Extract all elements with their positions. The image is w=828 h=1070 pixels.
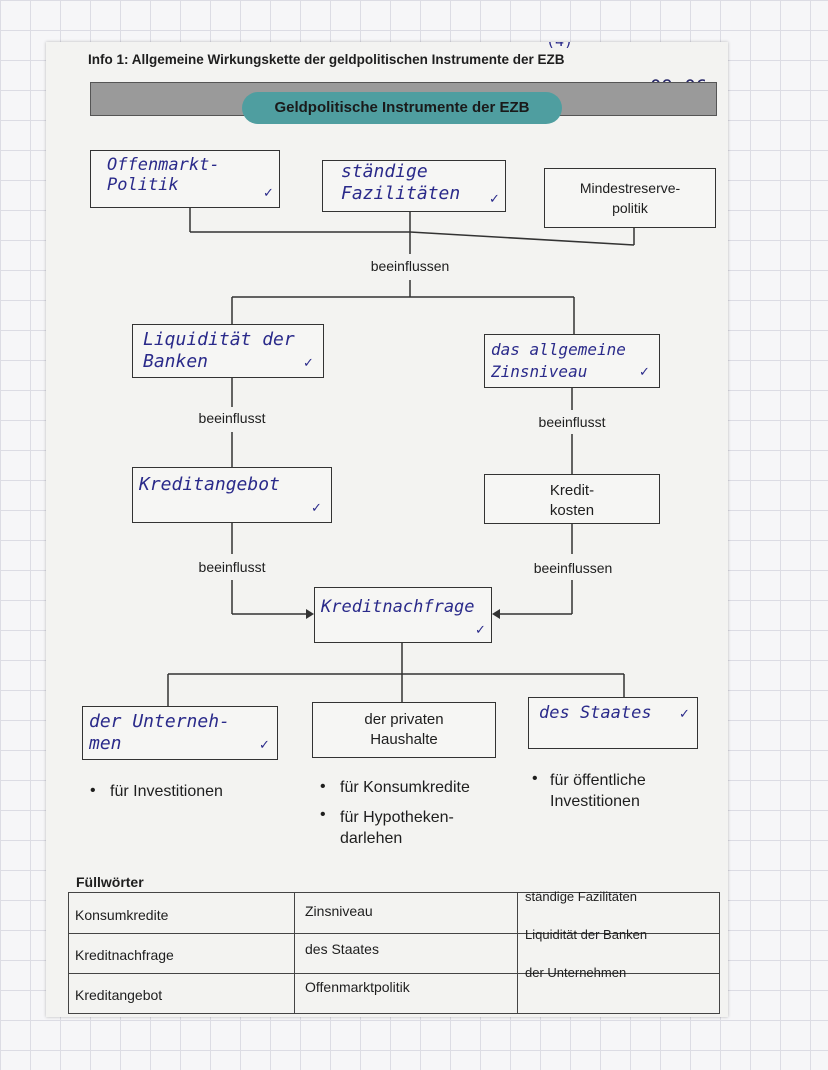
box-liquiditaet-der-banken: Liquidität der Banken ✓ [132,324,324,378]
check-mark-icon: ✓ [679,706,690,721]
connector-label-beeinflussen-top: beeinflussen [370,258,450,274]
box-kreditnachfrage-label: Kreditnachfrage [321,597,475,617]
check-mark-icon: ✓ [259,737,270,752]
fill-word-cell: Kreditangebot [75,987,163,1003]
fill-words-title: Füllwörter [76,874,144,890]
box-offenmarktpolitik: Offenmarkt- Politik ✓ [90,150,280,208]
use-haushalte-1: für Konsumkredite [340,779,470,796]
check-mark-icon: ✓ [639,364,650,379]
box-zinsniveau-label: das allgemeine Zinsniveau [491,340,626,381]
box-kreditangebot-label: Kreditangebot [139,474,280,495]
banner-title: Geldpolitische Instrumente der EZB [242,92,562,124]
connector-label-beeinflusst-left-1: beeinflusst [198,410,266,426]
check-mark-icon: ✓ [475,622,486,637]
bullet-icon: • [320,778,326,795]
box-unternehmen: der Unterneh- men ✓ [82,706,278,760]
fill-words-table: Konsumkredite Zinsniveau ständige Fazili… [68,889,720,1014]
fill-word-cell: ständige Fazilitäten [525,889,638,904]
fill-word-cell: der Unternehmen [525,965,627,980]
use-staat: für öffentliche Investitionen [550,772,646,810]
box-staat-label: des Staates [539,703,652,723]
box-staendige-fazilitaeten: ständige Fazilitäten ✓ [322,160,506,212]
box-kreditkosten: Kredit- kosten [484,474,660,524]
use-unternehmen: für Investitionen [110,783,223,800]
fill-word-cell: des Staates [305,941,379,957]
box-offenmarktpolitik-label: Offenmarkt- Politik [107,155,220,195]
check-mark-icon: ✓ [303,355,314,370]
bullet-icon: • [532,770,538,787]
connector-label-beeinflusst-left-2: beeinflusst [198,559,266,575]
diagram-connector-lines [167,207,635,706]
box-liquiditaet-label: Liquidität der Banken [143,329,295,372]
check-mark-icon: ✓ [489,191,500,206]
corner-page-mark: (4) [546,42,573,50]
check-mark-icon: ✓ [263,185,274,200]
check-mark-icon: ✓ [311,500,322,515]
use-haushalte-2: für Hypotheken- darlehen [340,809,454,847]
fill-word-cell: Kreditnachfrage [75,947,174,963]
box-staendige-fazilitaeten-label: ständige Fazilitäten [341,161,461,204]
box-private-haushalte: der privaten Haushalte [312,702,496,758]
bullet-icon: • [90,782,96,799]
box-kreditangebot: Kreditangebot ✓ [132,467,332,523]
worksheet-title: Info 1: Allgemeine Wirkungskette der gel… [88,52,565,67]
box-kreditnachfrage: Kreditnachfrage ✓ [314,587,492,643]
fill-word-cell: Konsumkredite [75,907,169,923]
fill-word-cell: Offenmarktpolitik [305,979,410,995]
connector-label-beeinflussen-right-2: beeinflussen [533,560,613,576]
connector-label-beeinflusst-right-1: beeinflusst [538,414,606,430]
fill-word-cell: Liquidität der Banken [525,927,648,942]
box-kreditkosten-label: Kredit- kosten [549,482,595,519]
box-haushalte-label: der privaten Haushalte [364,711,444,748]
bullet-icon: • [320,806,326,823]
box-unternehmen-label: der Unterneh- men [89,711,230,754]
box-mindestreservepolitik-label: Mindestreserve- politik [579,180,681,216]
box-mindestreservepolitik: Mindestreserve- politik [544,168,716,228]
fill-word-cell: Zinsniveau [305,903,373,919]
worksheet-page: Info 1: Allgemeine Wirkungskette der gel… [46,42,728,1017]
box-allgemeines-zinsniveau: das allgemeine Zinsniveau ✓ [484,334,660,388]
box-des-staates: des Staates ✓ [528,697,698,749]
